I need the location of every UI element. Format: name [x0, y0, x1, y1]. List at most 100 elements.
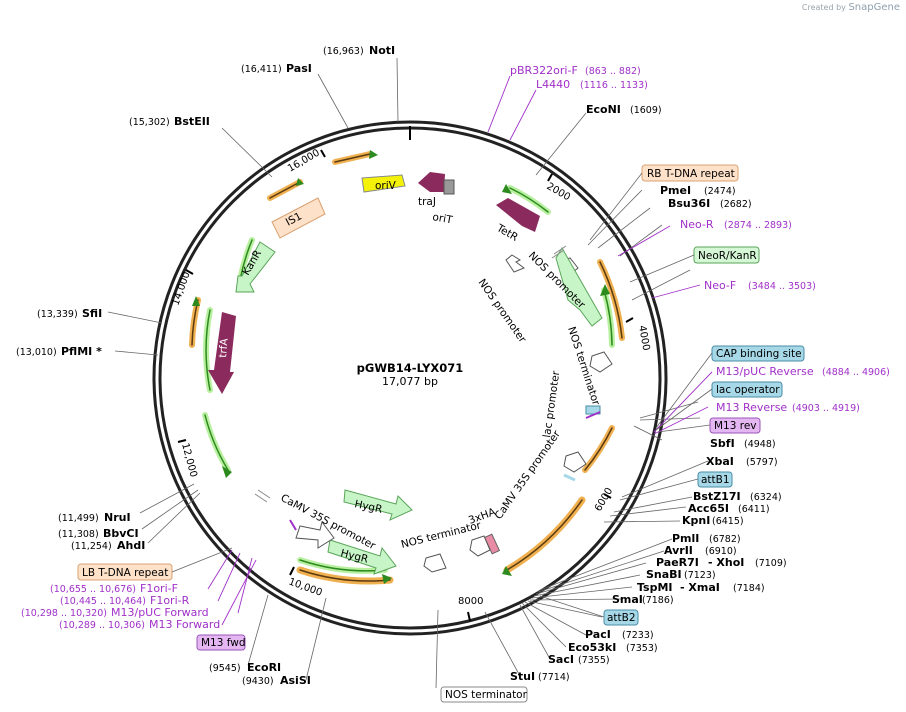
- site-pos: (6782): [709, 534, 741, 545]
- svg-text:LB T-DNA repeat: LB T-DNA repeat: [82, 567, 168, 579]
- site-pos: (2474): [704, 186, 736, 197]
- plasmid-length: 17,077 bp: [382, 375, 438, 388]
- site-name: PmeI: [660, 184, 691, 197]
- site-pos: (7184): [733, 583, 765, 594]
- site-pos: (4948): [744, 439, 776, 450]
- site-pos: (6324): [750, 492, 782, 503]
- tick-label: 10,000: [287, 576, 324, 598]
- inner-label: lac promoter: [541, 370, 562, 439]
- primer-lines: [207, 75, 713, 626]
- primer-name: pBR322ori-F: [510, 64, 578, 77]
- site-name: PmlI: [672, 532, 699, 545]
- site-pos: (16,411): [241, 64, 282, 75]
- box-attb1: attB1: [697, 471, 733, 488]
- site-name: Acc65I: [688, 502, 729, 515]
- svg-text:M13 rev: M13 rev: [714, 420, 757, 432]
- tick-label: 8000: [458, 596, 483, 607]
- svg-text:attB2: attB2: [607, 612, 636, 624]
- feature-oriV[interactable]: oriV: [361, 174, 406, 193]
- primer-name: M13 Reverse: [716, 401, 787, 414]
- site-name: NotI: [369, 44, 395, 57]
- primer-pos: (4903 .. 4919): [792, 403, 860, 414]
- box-leaders: [171, 172, 713, 618]
- plasmid-name: pGWB14-LYX071: [357, 361, 464, 375]
- box-m13-fwd: M13 fwd: [196, 634, 246, 651]
- site-name: SacI: [548, 653, 574, 666]
- box-lac-operator: lac operator: [711, 381, 783, 398]
- site-name: SnaBI: [646, 568, 682, 581]
- svg-text:attB1: attB1: [701, 474, 730, 486]
- svg-text:NOS terminator: NOS terminator: [445, 689, 528, 701]
- site-name: PasI: [286, 62, 312, 75]
- svg-text:NeoR/KanR: NeoR/KanR: [698, 250, 757, 262]
- small-markers: [254, 245, 601, 531]
- site-name: StuI: [510, 670, 535, 683]
- site-name: - XhoI: [708, 556, 744, 569]
- arc-arrowheads: [192, 150, 610, 584]
- site-pos: (6411): [738, 504, 770, 515]
- primer-pos: (2874 .. 2893): [724, 220, 792, 231]
- primer-name: L4440: [536, 78, 570, 91]
- site-pos: (7233): [622, 630, 654, 641]
- site-pos: (11,308): [58, 529, 99, 540]
- site-name: XbaI: [706, 455, 734, 468]
- feature-traJ[interactable]: traJ oriT: [418, 172, 455, 227]
- feature-IS1[interactable]: IS1: [271, 197, 326, 239]
- box-attb2: attB2: [603, 609, 639, 626]
- site-pos: (1609): [630, 105, 662, 116]
- feature-label: traJ: [418, 196, 436, 208]
- site-name: BstEII: [174, 115, 210, 128]
- svg-text:RB T-DNA repeat: RB T-DNA repeat: [647, 168, 735, 180]
- tick-label: 12,000: [179, 442, 199, 479]
- snapgene-brand: Created by SnapGene: [801, 2, 900, 13]
- inner-label: CaMV 35S promoter: [493, 428, 564, 522]
- site-pos: (13,339): [37, 309, 78, 320]
- site-name: AsiSI: [280, 674, 311, 687]
- primer-name: M13/pUC Forward: [111, 606, 209, 619]
- primer-name: F1ori-F: [140, 582, 178, 595]
- primer-pos: (1116 .. 1133): [580, 80, 648, 91]
- feature-label: HygR: [353, 498, 383, 516]
- restriction-sites: (16,963) NotI (16,411) PasI (15,302) Bst…: [16, 44, 787, 687]
- feature-label: TetR: [494, 222, 520, 244]
- box-labels: RB T-DNA repeat NeoR/KanR CAP binding si…: [77, 164, 805, 703]
- site-pos: (2682): [720, 199, 752, 210]
- primer-name: F1ori-R: [150, 594, 190, 607]
- site-name: EcoRI: [247, 661, 281, 674]
- site-name: NruI: [104, 511, 131, 524]
- box-cap-binding-site: CAP binding site: [711, 345, 805, 362]
- svg-text:M13 fwd: M13 fwd: [201, 637, 246, 649]
- site-name: SfiI: [82, 307, 102, 320]
- box-lb-tdna-repeat: LB T-DNA repeat: [77, 563, 173, 581]
- feature-label: trfA: [217, 337, 231, 358]
- primer-pos: (10,298 .. 10,320): [21, 608, 107, 619]
- feature-KanR[interactable]: KanR: [235, 241, 276, 293]
- site-pos: (13,010): [16, 347, 57, 358]
- leader-lines: [107, 57, 709, 689]
- site-pos: (6910): [705, 546, 737, 557]
- site-name: Eco53kI: [568, 641, 616, 654]
- site-name: EcoNI: [586, 103, 621, 116]
- site-pos: (7353): [626, 643, 658, 654]
- site-pos: (7109): [755, 558, 787, 569]
- feature-TetR[interactable]: TetR: [494, 198, 540, 244]
- feature-label: oriT: [431, 211, 453, 226]
- site-name: AhdI: [117, 539, 145, 552]
- site-name: PacI: [585, 628, 611, 641]
- primer-pos: (10,445 .. 10,464): [60, 596, 146, 607]
- snapgene-logo: SnapGene: [848, 2, 900, 13]
- primer-pos: (863 .. 882): [585, 66, 641, 77]
- box-m13-rev: M13 rev: [709, 417, 761, 434]
- inner-label: NOS promoter: [476, 277, 529, 346]
- site-name: SmaI: [612, 593, 643, 606]
- svg-text:CAP binding site: CAP binding site: [716, 348, 802, 360]
- box-nos-terminator: NOS terminator: [440, 686, 528, 703]
- feature-HygR-1[interactable]: HygR: [343, 489, 413, 521]
- primer-name: Neo-F: [704, 279, 736, 292]
- primer-pos: (4884 .. 4906): [822, 367, 890, 378]
- feature-trfA[interactable]: trfA: [208, 312, 236, 394]
- site-pos: (15,302): [129, 117, 170, 128]
- primer-pos: (10,655 .. 10,676): [50, 584, 136, 595]
- site-name: Bsu36I: [668, 197, 710, 210]
